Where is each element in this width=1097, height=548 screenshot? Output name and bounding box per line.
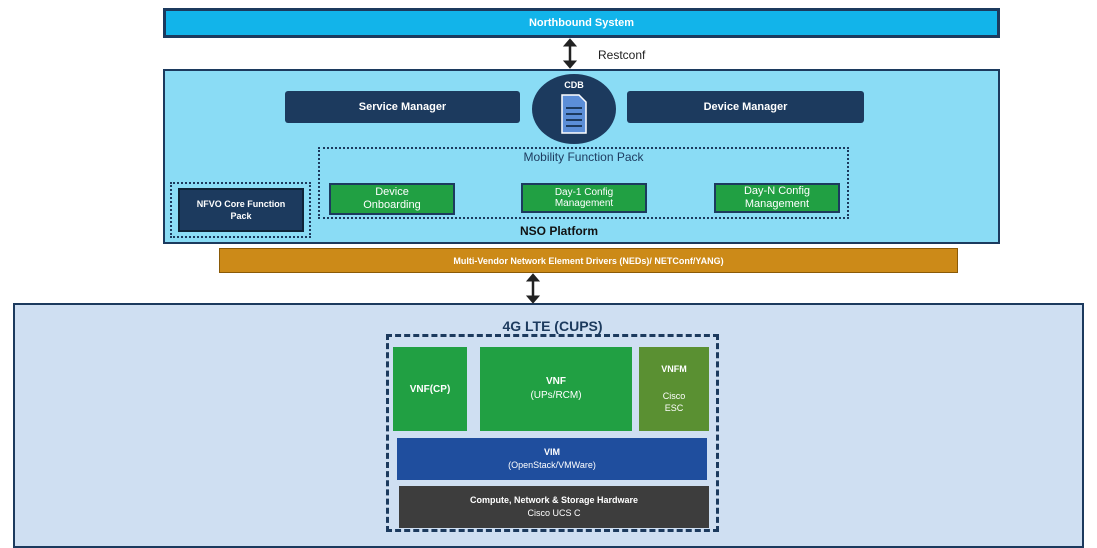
vnfm-title: VNFM xyxy=(661,364,687,375)
nfvo-line2: Pack xyxy=(230,211,252,221)
nfvo-line1: NFVO Core Function xyxy=(196,198,286,209)
vnf-up-box: VNF (UPs/RCM) xyxy=(480,347,632,431)
device-manager-label: Device Manager xyxy=(703,101,788,113)
vnfm-line2: Cisco xyxy=(662,390,686,401)
vnfm-line3: ESC xyxy=(664,403,684,414)
day1-config-line2: Management xyxy=(554,198,614,209)
northbound-system-label: Northbound System xyxy=(528,17,635,29)
vim-title: VIM xyxy=(543,446,560,457)
restconf-label: Restconf xyxy=(598,48,646,62)
device-manager-box: Device Manager xyxy=(627,91,864,123)
device-onboarding-line2: Onboarding xyxy=(363,199,421,211)
lte-cups-title: 4G LTE (CUPS) xyxy=(502,318,603,334)
ned-driver-label: Multi-Vendor Network Element Drivers (NE… xyxy=(453,255,724,266)
restconf-arrow xyxy=(562,38,578,69)
service-manager-label: Service Manager xyxy=(358,101,447,113)
service-manager-box: Service Manager xyxy=(285,91,520,123)
northbound-system-box: Northbound System xyxy=(163,8,1000,38)
dayn-config-line1: Day-N Config xyxy=(743,185,811,198)
ned-driver-bar: Multi-Vendor Network Element Drivers (NE… xyxy=(219,248,958,273)
vnf-cp-label: VNF(CP) xyxy=(409,383,451,395)
document-icon xyxy=(561,94,587,134)
vnfm-box: VNFM Cisco ESC xyxy=(639,347,709,431)
lte-cups-outline xyxy=(386,334,719,532)
device-onboarding-line1: Device xyxy=(375,186,409,199)
hardware-subtitle: Cisco UCS C xyxy=(527,508,581,518)
cdb-label: CDB xyxy=(564,80,584,90)
hardware-box: Compute, Network & Storage Hardware Cisc… xyxy=(399,486,709,528)
vnf-cp-box: VNF(CP) xyxy=(393,347,467,431)
vim-subtitle: (OpenStack/VMWare) xyxy=(508,460,596,470)
mobility-function-pack-box xyxy=(318,147,849,219)
hardware-title: Compute, Network & Storage Hardware xyxy=(469,494,639,505)
nso-platform-label: NSO Platform xyxy=(520,224,599,238)
dayn-config-line2: Management xyxy=(744,198,810,210)
vnf-up-subtitle: (UPs/RCM) xyxy=(530,390,582,401)
vnf-up-title: VNF xyxy=(546,376,566,387)
mobility-function-pack-label: Mobility Function Pack xyxy=(523,150,644,164)
ned-arrow xyxy=(525,273,541,304)
day1-config-line1: Day-1 Config xyxy=(554,186,614,198)
vim-box: VIM (OpenStack/VMWare) xyxy=(397,438,707,480)
nfvo-pack-outline xyxy=(170,182,311,238)
